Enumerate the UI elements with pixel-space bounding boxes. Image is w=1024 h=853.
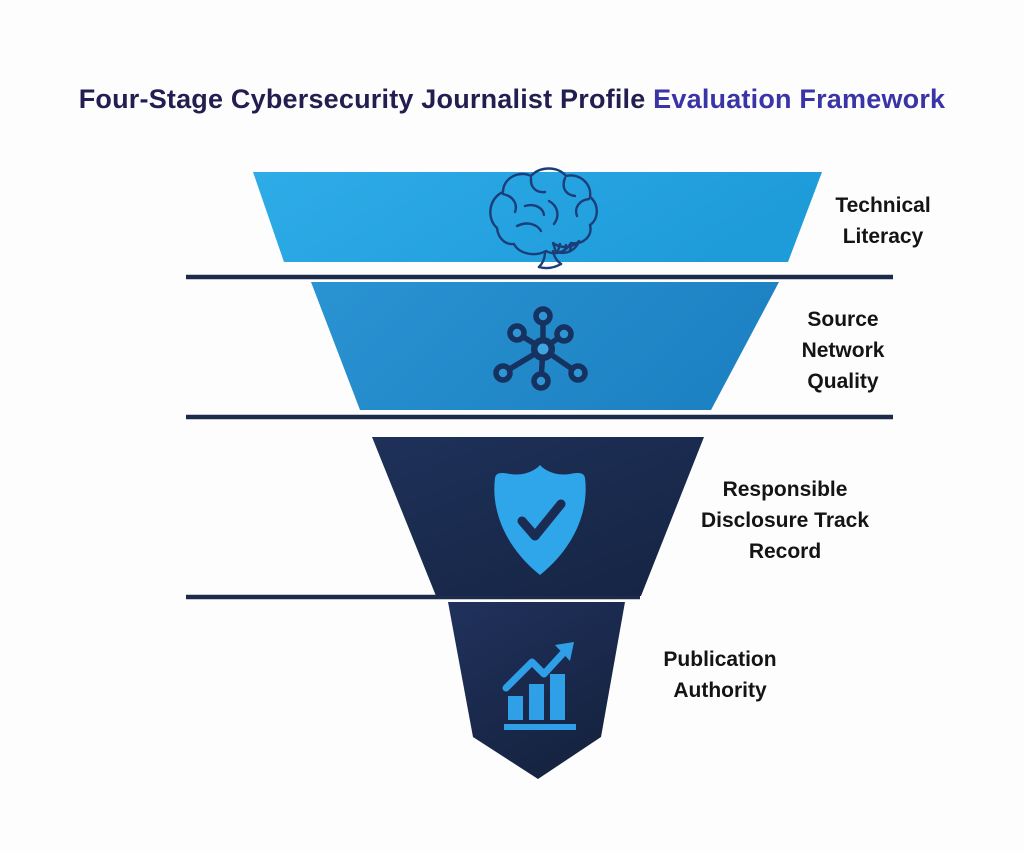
stage-label-responsible-disclosure: Responsible Disclosure Track Record	[675, 474, 895, 567]
stage-label-line: Disclosure Track	[700, 509, 870, 532]
stage-label-line: Authority	[673, 679, 767, 702]
page-title: Four-Stage Cybersecurity Journalist Prof…	[0, 84, 1024, 115]
network-icon	[493, 306, 588, 391]
title-primary-text: Four-Stage Cybersecurity Journalist Prof…	[78, 84, 654, 114]
stage-label-publication-authority: Publication Authority	[628, 644, 812, 706]
stage-label-line: Network	[801, 339, 885, 362]
stage-label-line: Quality	[807, 370, 879, 393]
stage-label-line: Record	[748, 540, 822, 563]
stage-label-line: Source	[807, 308, 879, 331]
stage-label-technical-literacy: Technical Literacy	[798, 190, 968, 252]
funnel-stage-technical-literacy	[253, 172, 822, 262]
stage-label-line: Technical	[835, 194, 931, 217]
stage-label-line: Publication	[663, 648, 777, 671]
stage-label-source-network-quality: Source Network Quality	[768, 304, 918, 397]
title-accent-text: Evaluation Framework	[653, 84, 946, 114]
stage-label-line: Responsible	[722, 478, 848, 501]
bar-chart-growth-icon	[502, 642, 576, 730]
shield-check-icon	[494, 465, 586, 575]
brain-icon	[489, 167, 598, 270]
stage-label-line: Literacy	[842, 225, 924, 248]
